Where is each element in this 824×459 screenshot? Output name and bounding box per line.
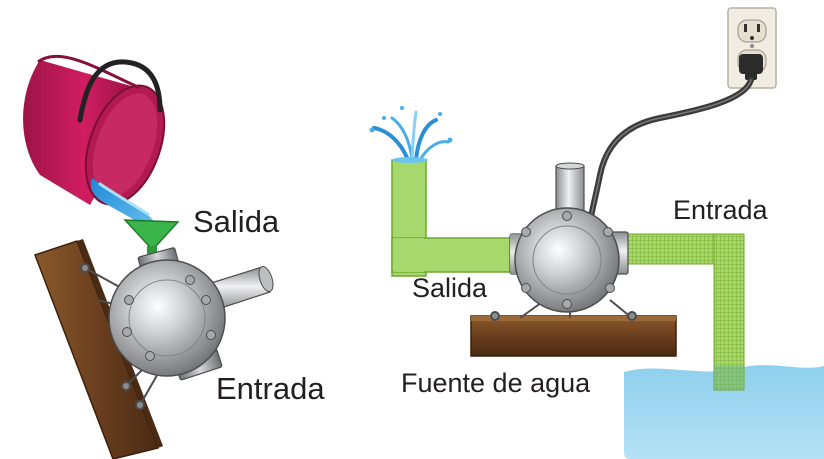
water-spray-icon xyxy=(369,106,453,163)
pump-bolts-left xyxy=(122,275,216,361)
outlet-green-pipe xyxy=(391,159,517,277)
power-plug xyxy=(739,54,763,80)
outlet-label-left: Salida xyxy=(193,204,280,239)
water-stream xyxy=(90,178,158,232)
bucket xyxy=(23,54,166,206)
inlet-label-left: Entrada xyxy=(216,371,325,406)
inlet-mesh-pipe xyxy=(625,233,745,391)
pump-mounts-left xyxy=(80,263,161,410)
wood-base-right xyxy=(470,315,677,357)
pump-body-left xyxy=(108,259,226,377)
power-cord-highlight xyxy=(589,79,752,223)
funnel xyxy=(123,219,180,254)
water-highlight xyxy=(98,182,150,216)
inlet-label-right: Entrada xyxy=(673,195,768,225)
pump-body-right xyxy=(514,207,620,313)
outlet-label-right: Salida xyxy=(412,273,488,303)
water-source-label: Fuente de agua xyxy=(401,368,591,398)
pump-bolts-right xyxy=(521,211,615,309)
water-tank xyxy=(624,365,824,459)
